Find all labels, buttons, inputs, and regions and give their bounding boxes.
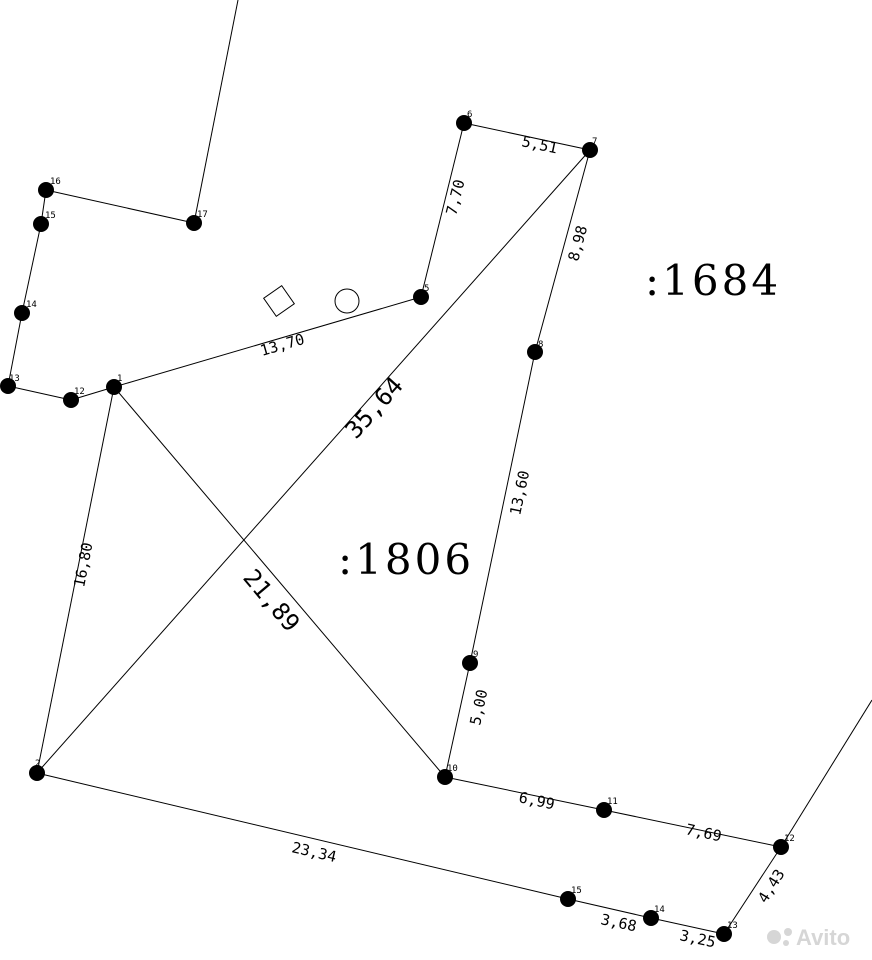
point-7 (582, 142, 598, 158)
point-label: 14 (26, 300, 37, 310)
line-15-2 (36, 772, 569, 900)
point-13-left (0, 378, 16, 394)
dimension-label: 6,99 (517, 788, 556, 813)
line-1-10-diagonal (113, 386, 446, 778)
line-9-10 (444, 662, 471, 778)
point-label: 6 (467, 110, 472, 120)
square-symbol (262, 284, 296, 318)
line-16-17 (45, 189, 195, 224)
watermark: Avito (767, 925, 850, 950)
parcel-number-1684: :1684 (645, 256, 781, 305)
line-17-up (193, 0, 239, 224)
point-13 (716, 926, 732, 942)
line-12-ext (780, 699, 872, 848)
dimension-label: 13,60 (506, 469, 533, 517)
point-14-left (14, 305, 30, 321)
point-label: 15 (45, 211, 56, 221)
point-17 (186, 215, 202, 231)
line-12-13-left (7, 385, 72, 401)
point-label: 2 (35, 759, 40, 769)
point-label: 12 (74, 387, 85, 397)
point-1 (106, 379, 122, 395)
point-12-left (63, 392, 79, 408)
point-label: 17 (197, 210, 208, 220)
point-label: 13 (727, 921, 738, 931)
line-2-7-diagonal (36, 149, 591, 774)
line-7-8 (534, 149, 591, 353)
dimension-label: 5,00 (466, 688, 491, 727)
point-2 (29, 765, 45, 781)
point-12 (773, 839, 789, 855)
point-11 (596, 802, 612, 818)
line-14-15-left (21, 223, 42, 314)
point-label: 15 (571, 886, 582, 896)
point-label: 8 (538, 340, 543, 350)
point-5 (413, 289, 429, 305)
line-10-11 (444, 776, 605, 811)
vertex-points (0, 115, 789, 942)
point-8 (527, 344, 543, 360)
point-14 (643, 910, 659, 926)
line-11-12 (603, 809, 782, 848)
parcel-number-1806: :1806 (338, 535, 474, 584)
point-label: 16 (50, 177, 61, 187)
point-label: 11 (607, 797, 618, 807)
dimension-label: 7,69 (684, 820, 723, 845)
dimension-label: 4,43 (754, 866, 788, 906)
line-13-14-left (7, 312, 23, 387)
watermark-logo-icon (784, 928, 792, 936)
point-15-left (33, 216, 49, 232)
line-8-9 (469, 351, 536, 664)
line-6-7 (463, 122, 591, 151)
line-5-6 (420, 122, 465, 298)
watermark-logo-icon (783, 940, 789, 946)
line-14-15 (567, 898, 652, 919)
point-6 (456, 115, 472, 131)
dimension-label: 16,80 (70, 541, 96, 589)
boundary-lines (7, 0, 872, 935)
line-1-5 (113, 296, 422, 388)
dimension-label: 35,64 (340, 372, 409, 444)
point-label: 5 (424, 284, 429, 294)
circle-symbol (334, 288, 360, 314)
point-label: 10 (447, 764, 458, 774)
point-label: 7 (592, 137, 597, 147)
watermark-logo-icon (767, 930, 781, 944)
line-13-14 (650, 917, 725, 935)
point-15 (560, 891, 576, 907)
point-label: 14 (654, 905, 665, 915)
dimension-label: 3,25 (678, 926, 717, 951)
point-label: 13 (9, 374, 20, 384)
point-16 (38, 182, 54, 198)
point-numbers: 6 7 16 15 17 14 5 8 13 12 1 9 2 10 11 12… (9, 110, 795, 931)
point-label: 1 (117, 374, 122, 384)
dimension-label: 7,70 (442, 178, 468, 217)
point-label: 12 (784, 834, 795, 844)
point-9 (462, 655, 478, 671)
watermark-text: Avito (796, 925, 850, 950)
line-12-13 (723, 846, 782, 935)
point-10 (437, 769, 453, 785)
dimension-label: 5,51 (520, 132, 559, 157)
line-1-2 (36, 386, 115, 774)
point-label: 9 (473, 650, 478, 660)
dimension-label: 13,70 (258, 330, 306, 360)
